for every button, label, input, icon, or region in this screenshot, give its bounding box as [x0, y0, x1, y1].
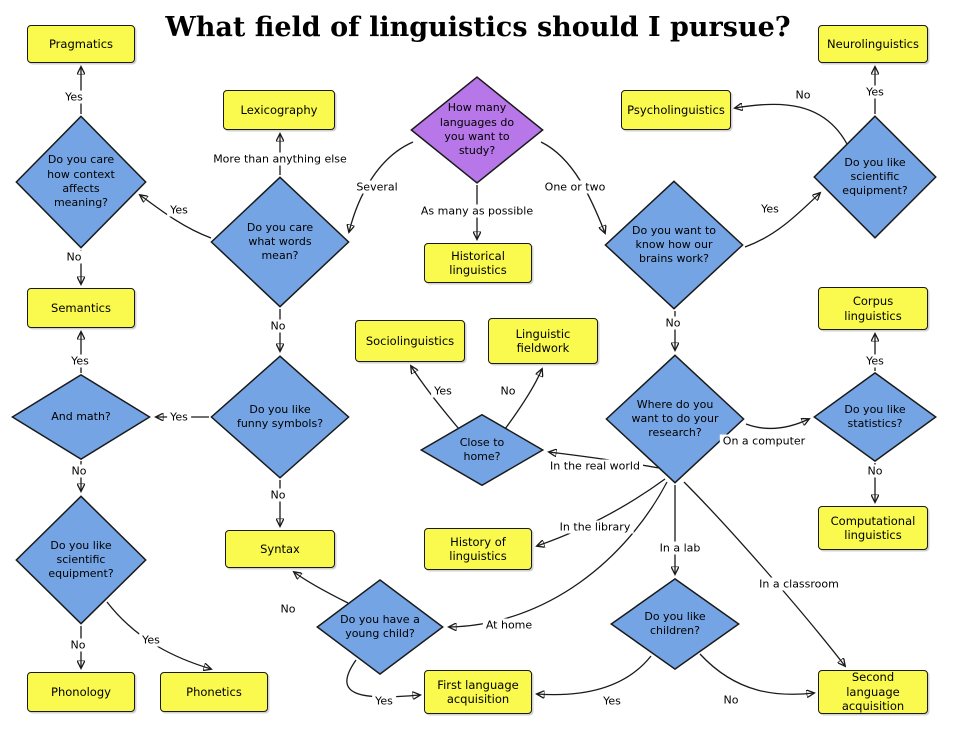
node-lexicography: Lexicography: [223, 90, 335, 130]
edge-label-in-a-classroom: In a classroom: [756, 577, 842, 591]
node-syntax: Syntax: [225, 530, 335, 568]
node-care-what-words-mean: Do you care what words mean?: [210, 176, 350, 308]
node-context-affects-meaning: Do you care how context affects meaning?: [15, 115, 147, 249]
edge-label-equipment-no: No: [792, 88, 814, 102]
edge-label-statistics-yes: Yes: [863, 354, 887, 368]
node-how-brains-work: Do you want to know how our brains work?: [604, 180, 744, 310]
edge-label-home-yes: Yes: [431, 384, 455, 398]
edge-label-more-than-anything: More than anything else: [210, 152, 350, 166]
edge-label-in-a-lab: In a lab: [656, 541, 704, 555]
edge-label-home-no: No: [497, 384, 519, 398]
edge-label-on-a-computer: On a computer: [719, 434, 809, 448]
edge-home-to-fieldwork: [504, 369, 542, 430]
edge-label-math-yes: Yes: [68, 354, 92, 368]
edge-label-one-or-two: One or two: [541, 180, 609, 194]
node-phonetics: Phonetics: [160, 672, 268, 712]
edge-label-young-child-no: No: [277, 602, 299, 616]
node-phonology: Phonology: [27, 672, 135, 712]
edge-brains-to-equipment-right: [744, 193, 820, 248]
edge-research-to-statistics: [745, 419, 809, 430]
edge-label-math-no: No: [68, 464, 90, 478]
node-close-to-home: Close to home?: [420, 414, 544, 486]
edge-label-equipment-left-yes: Yes: [139, 633, 163, 647]
edge-equipment-left-to-phonetics: [106, 601, 211, 669]
node-second-language-acquisition: Second language acquisition: [818, 670, 928, 714]
edge-label-at-home: At home: [482, 618, 536, 632]
edge-research-to-second-lang: [683, 481, 845, 666]
node-first-language-acquisition: First language acquisition: [424, 670, 532, 714]
node-linguistic-fieldwork: Linguistic fieldwork: [488, 318, 598, 364]
node-start-how-many-languages: How many languages do you want to study?: [410, 76, 544, 184]
edge-home-to-sociolinguistics: [411, 366, 460, 430]
node-semantics: Semantics: [27, 288, 135, 328]
edge-label-context-yes: Yes: [62, 90, 86, 104]
edge-label-several: Several: [353, 180, 401, 194]
node-funny-symbols: Do you like funny symbols?: [210, 355, 350, 479]
edge-label-equipment-yes: Yes: [863, 85, 887, 99]
edge-label-equipment-left-no: No: [67, 638, 89, 652]
edge-label-symbols-no: No: [267, 488, 289, 502]
diagram-title: What field of linguistics should I pursu…: [165, 12, 791, 43]
edge-label-as-many-as-possible: As many as possible: [417, 204, 537, 218]
edge-label-children-yes: Yes: [600, 694, 624, 708]
node-sociolinguistics: Sociolinguistics: [355, 320, 465, 362]
edge-label-statistics-no: No: [864, 464, 886, 478]
node-young-child: Do you have a young child?: [316, 579, 444, 675]
node-psycholinguistics: Psycholinguistics: [621, 90, 731, 130]
edge-young-child-to-syntax: [294, 572, 349, 604]
edge-children-to-first-lang: [537, 655, 652, 695]
node-scientific-equipment-right: Do you like scientific equipment?: [813, 115, 937, 239]
edge-equipment-right-to-psycholinguistics: [735, 104, 848, 145]
edge-children-to-second-lang: [699, 653, 814, 694]
node-pragmatics: Pragmatics: [27, 25, 135, 63]
edge-label-children-no: No: [720, 693, 742, 707]
edge-research-to-history: [537, 478, 666, 546]
edge-label-real-world: In the real world: [547, 459, 643, 473]
edge-label-symbols-yes: Yes: [167, 410, 191, 424]
edge-label-words-yes: Yes: [167, 203, 191, 217]
edge-label-brains-no: No: [662, 316, 684, 330]
edge-label-young-child-yes: Yes: [372, 694, 396, 708]
node-history-of-linguistics: History of linguistics: [424, 528, 532, 570]
node-historical-linguistics: Historical linguistics: [424, 243, 532, 283]
node-neurolinguistics: Neurolinguistics: [818, 25, 928, 63]
edge-words-to-context: [140, 195, 212, 239]
edge-label-words-no: No: [267, 319, 289, 333]
edge-label-context-no: No: [63, 250, 85, 264]
edge-label-in-the-library: In the library: [556, 520, 634, 534]
edge-young-child-to-first-lang: [346, 659, 420, 697]
node-where-research: Where do you want to do your research?: [605, 354, 745, 484]
node-like-statistics: Do you like statistics?: [813, 372, 937, 462]
node-corpus-linguistics: Corpus linguistics: [818, 287, 928, 330]
node-and-math: And math?: [11, 374, 151, 460]
node-like-children: Do you like children?: [610, 578, 740, 670]
edge-label-brains-yes: Yes: [758, 202, 782, 216]
node-scientific-equipment-left: Do you like scientific equipment?: [15, 495, 147, 625]
node-computational-linguistics: Computational linguistics: [818, 506, 928, 550]
